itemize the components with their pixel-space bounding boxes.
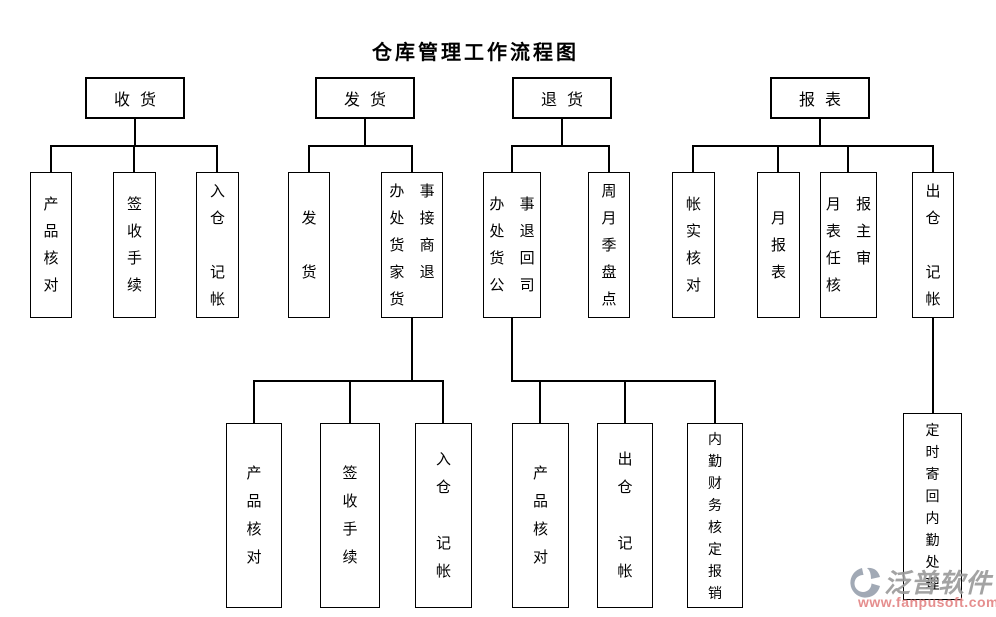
node-label: 帐 实 核 对 (685, 196, 701, 294)
page-title: 仓库管理工作流程图 (372, 42, 579, 64)
connector-line (692, 145, 933, 147)
connector-line (847, 145, 849, 172)
connector-line (624, 380, 626, 423)
flow-node-ship-goods: 发 货 (288, 172, 330, 318)
node-label: 产 品 核 对 (246, 464, 262, 566)
watermark-brand: 泛普软件 (884, 568, 993, 598)
flow-node-returns: 退货 (512, 77, 612, 119)
connector-line (349, 380, 351, 423)
connector-line (411, 145, 413, 172)
connector-line (442, 380, 444, 423)
flow-node-ship-sign-procedure: 签 收 手 续 (320, 423, 380, 608)
node-label: 入 仓 记 帐 (209, 182, 225, 308)
flow-node-warehouse-out-bookkeeping: 出 仓 记 帐 (912, 172, 954, 318)
connector-line (216, 145, 218, 172)
flow-node-monthly-report: 月 报 表 (757, 172, 800, 318)
flow-node-scheduled-mail-back-backoffice: 定 时 寄 回 内 勤 处 理 (903, 413, 962, 600)
connector-line (253, 380, 255, 423)
node-label: 内 勤 财 务 核 定 报 销 (708, 430, 722, 601)
watermark: 泛普软件 www.fanpusoft.com (846, 563, 996, 617)
flow-node-account-reality-check: 帐 实 核 对 (672, 172, 715, 318)
node-label: 办 事 处 退 货 回 公 司 (489, 196, 535, 294)
connector-line (692, 145, 694, 172)
flow-node-receiving-product-check: 产 品 核 对 (30, 172, 72, 318)
flow-node-ship-warehouse-in-bookkeeping: 入 仓 记 帐 (415, 423, 472, 608)
node-label: 产 品 核 对 (43, 196, 59, 294)
connector-line (511, 145, 513, 172)
connector-line (932, 318, 934, 413)
connector-line (364, 119, 366, 145)
connector-line (511, 380, 716, 382)
connector-line (608, 145, 610, 172)
flow-node-ship-product-check: 产 品 核 对 (226, 423, 282, 608)
connector-line (539, 380, 541, 423)
flow-node-office-return-to-company: 办 事 处 退 货 回 公 司 (483, 172, 541, 318)
flow-node-receiving: 收货 (85, 77, 185, 119)
connector-line (411, 318, 413, 380)
connector-line (511, 318, 513, 380)
node-label: 入 仓 记 帐 (435, 450, 451, 580)
connector-line (777, 145, 779, 172)
fanpu-logo-icon (850, 567, 880, 598)
flow-node-backoffice-finance-approve-reimburse: 内 勤 财 务 核 定 报 销 (687, 423, 743, 608)
node-label: 发 货 (301, 209, 317, 281)
connector-line (253, 380, 443, 382)
flow-node-office-receive-merchant-returns: 办 事 处 接 货 商 家 退 货 (381, 172, 443, 318)
connector-line (819, 119, 821, 145)
connector-line (714, 380, 716, 423)
flow-node-shipping: 发货 (315, 77, 415, 119)
node-label: 周 月 季 盘 点 (601, 182, 617, 308)
node-label: 定 时 寄 回 内 勤 处 理 (925, 421, 940, 592)
node-label: 月 报 表 主 任 审 核 (825, 196, 872, 294)
watermark-url: www.fanpusoft.com (858, 594, 996, 610)
connector-line (932, 145, 934, 172)
flow-node-receiving-sign-procedure: 签 收 手 续 (113, 172, 156, 318)
node-label: 签 收 手 续 (126, 196, 142, 294)
node-label: 产 品 核 对 (532, 464, 548, 566)
flow-node-receiving-warehouse-in-bookkeeping: 入 仓 记 帐 (196, 172, 239, 318)
node-label: 月 报 表 (770, 209, 786, 281)
connector-line (308, 145, 412, 147)
connector-line (50, 145, 52, 172)
node-label: 签 收 手 续 (342, 464, 358, 566)
connector-line (511, 145, 609, 147)
flow-node-return-product-check: 产 品 核 对 (512, 423, 569, 608)
node-label: 退货 (540, 92, 593, 109)
node-label: 发货 (343, 92, 396, 109)
node-label: 出 仓 记 帐 (925, 182, 941, 308)
flow-node-report-director-review: 月 报 表 主 任 审 核 (820, 172, 877, 318)
connector-line (133, 145, 135, 172)
connector-line (134, 119, 136, 145)
flow-node-reports: 报表 (770, 77, 870, 119)
node-label: 收货 (113, 92, 166, 109)
flow-node-return-warehouse-out-bookkeeping: 出 仓 记 帐 (597, 423, 653, 608)
node-label: 办 事 处 接 货 商 家 退 货 (389, 182, 435, 308)
connector-line (561, 119, 563, 145)
node-label: 报表 (798, 92, 851, 109)
flow-node-periodic-stocktake: 周 月 季 盘 点 (588, 172, 630, 318)
connector-line (308, 145, 310, 172)
node-label: 出 仓 记 帐 (617, 450, 633, 580)
